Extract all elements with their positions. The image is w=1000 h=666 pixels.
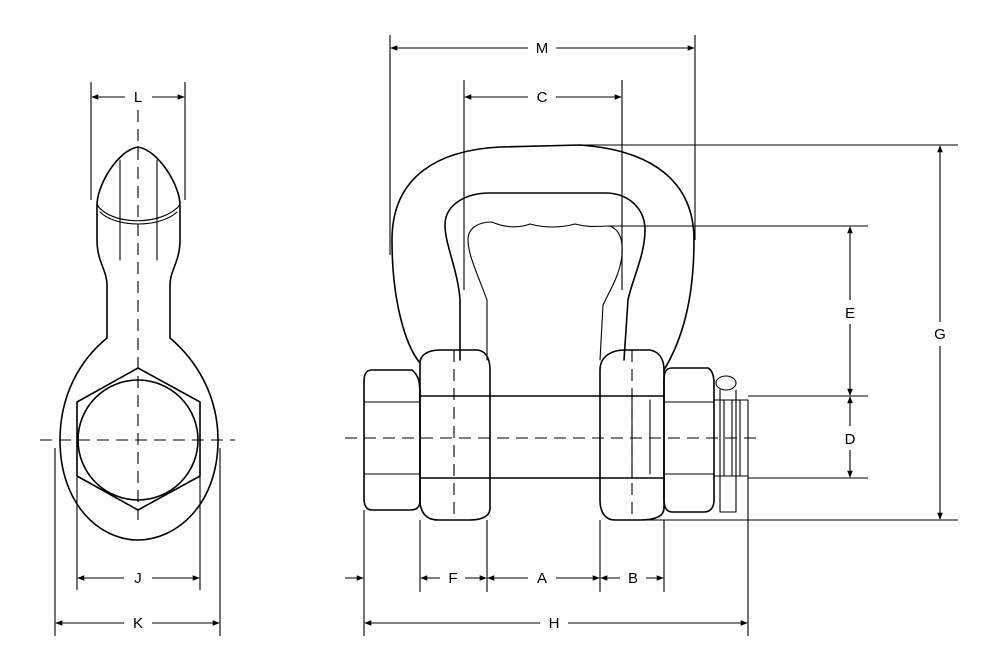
side-view (40, 110, 235, 541)
dimension-D: D (748, 395, 868, 479)
dim-label-D: D (845, 431, 856, 448)
dim-label-K: K (133, 615, 143, 632)
dimension-H: H (363, 476, 749, 636)
dim-label-L: L (134, 89, 142, 106)
dimension-M: M (389, 35, 696, 255)
dim-label-M: M (536, 40, 549, 57)
dimension-F: F (345, 520, 488, 592)
dim-label-G: G (934, 326, 946, 343)
dimension-A: A (487, 520, 601, 592)
dimension-B: B (600, 520, 665, 592)
dim-label-J: J (134, 570, 142, 587)
dim-label-B: B (628, 570, 638, 587)
dimension-K: K (54, 448, 221, 636)
dimension-L: L (90, 82, 186, 200)
front-view (345, 144, 760, 521)
dimension-E: E (610, 225, 868, 396)
dimension-C: C (463, 80, 623, 290)
dim-label-F: F (448, 570, 457, 587)
dim-label-A: A (537, 570, 547, 587)
dim-label-H: H (549, 615, 560, 632)
dim-label-E: E (845, 305, 855, 322)
dimension-J: J (76, 476, 201, 590)
dimension-G: G (580, 144, 958, 521)
dim-label-C: C (537, 89, 548, 106)
